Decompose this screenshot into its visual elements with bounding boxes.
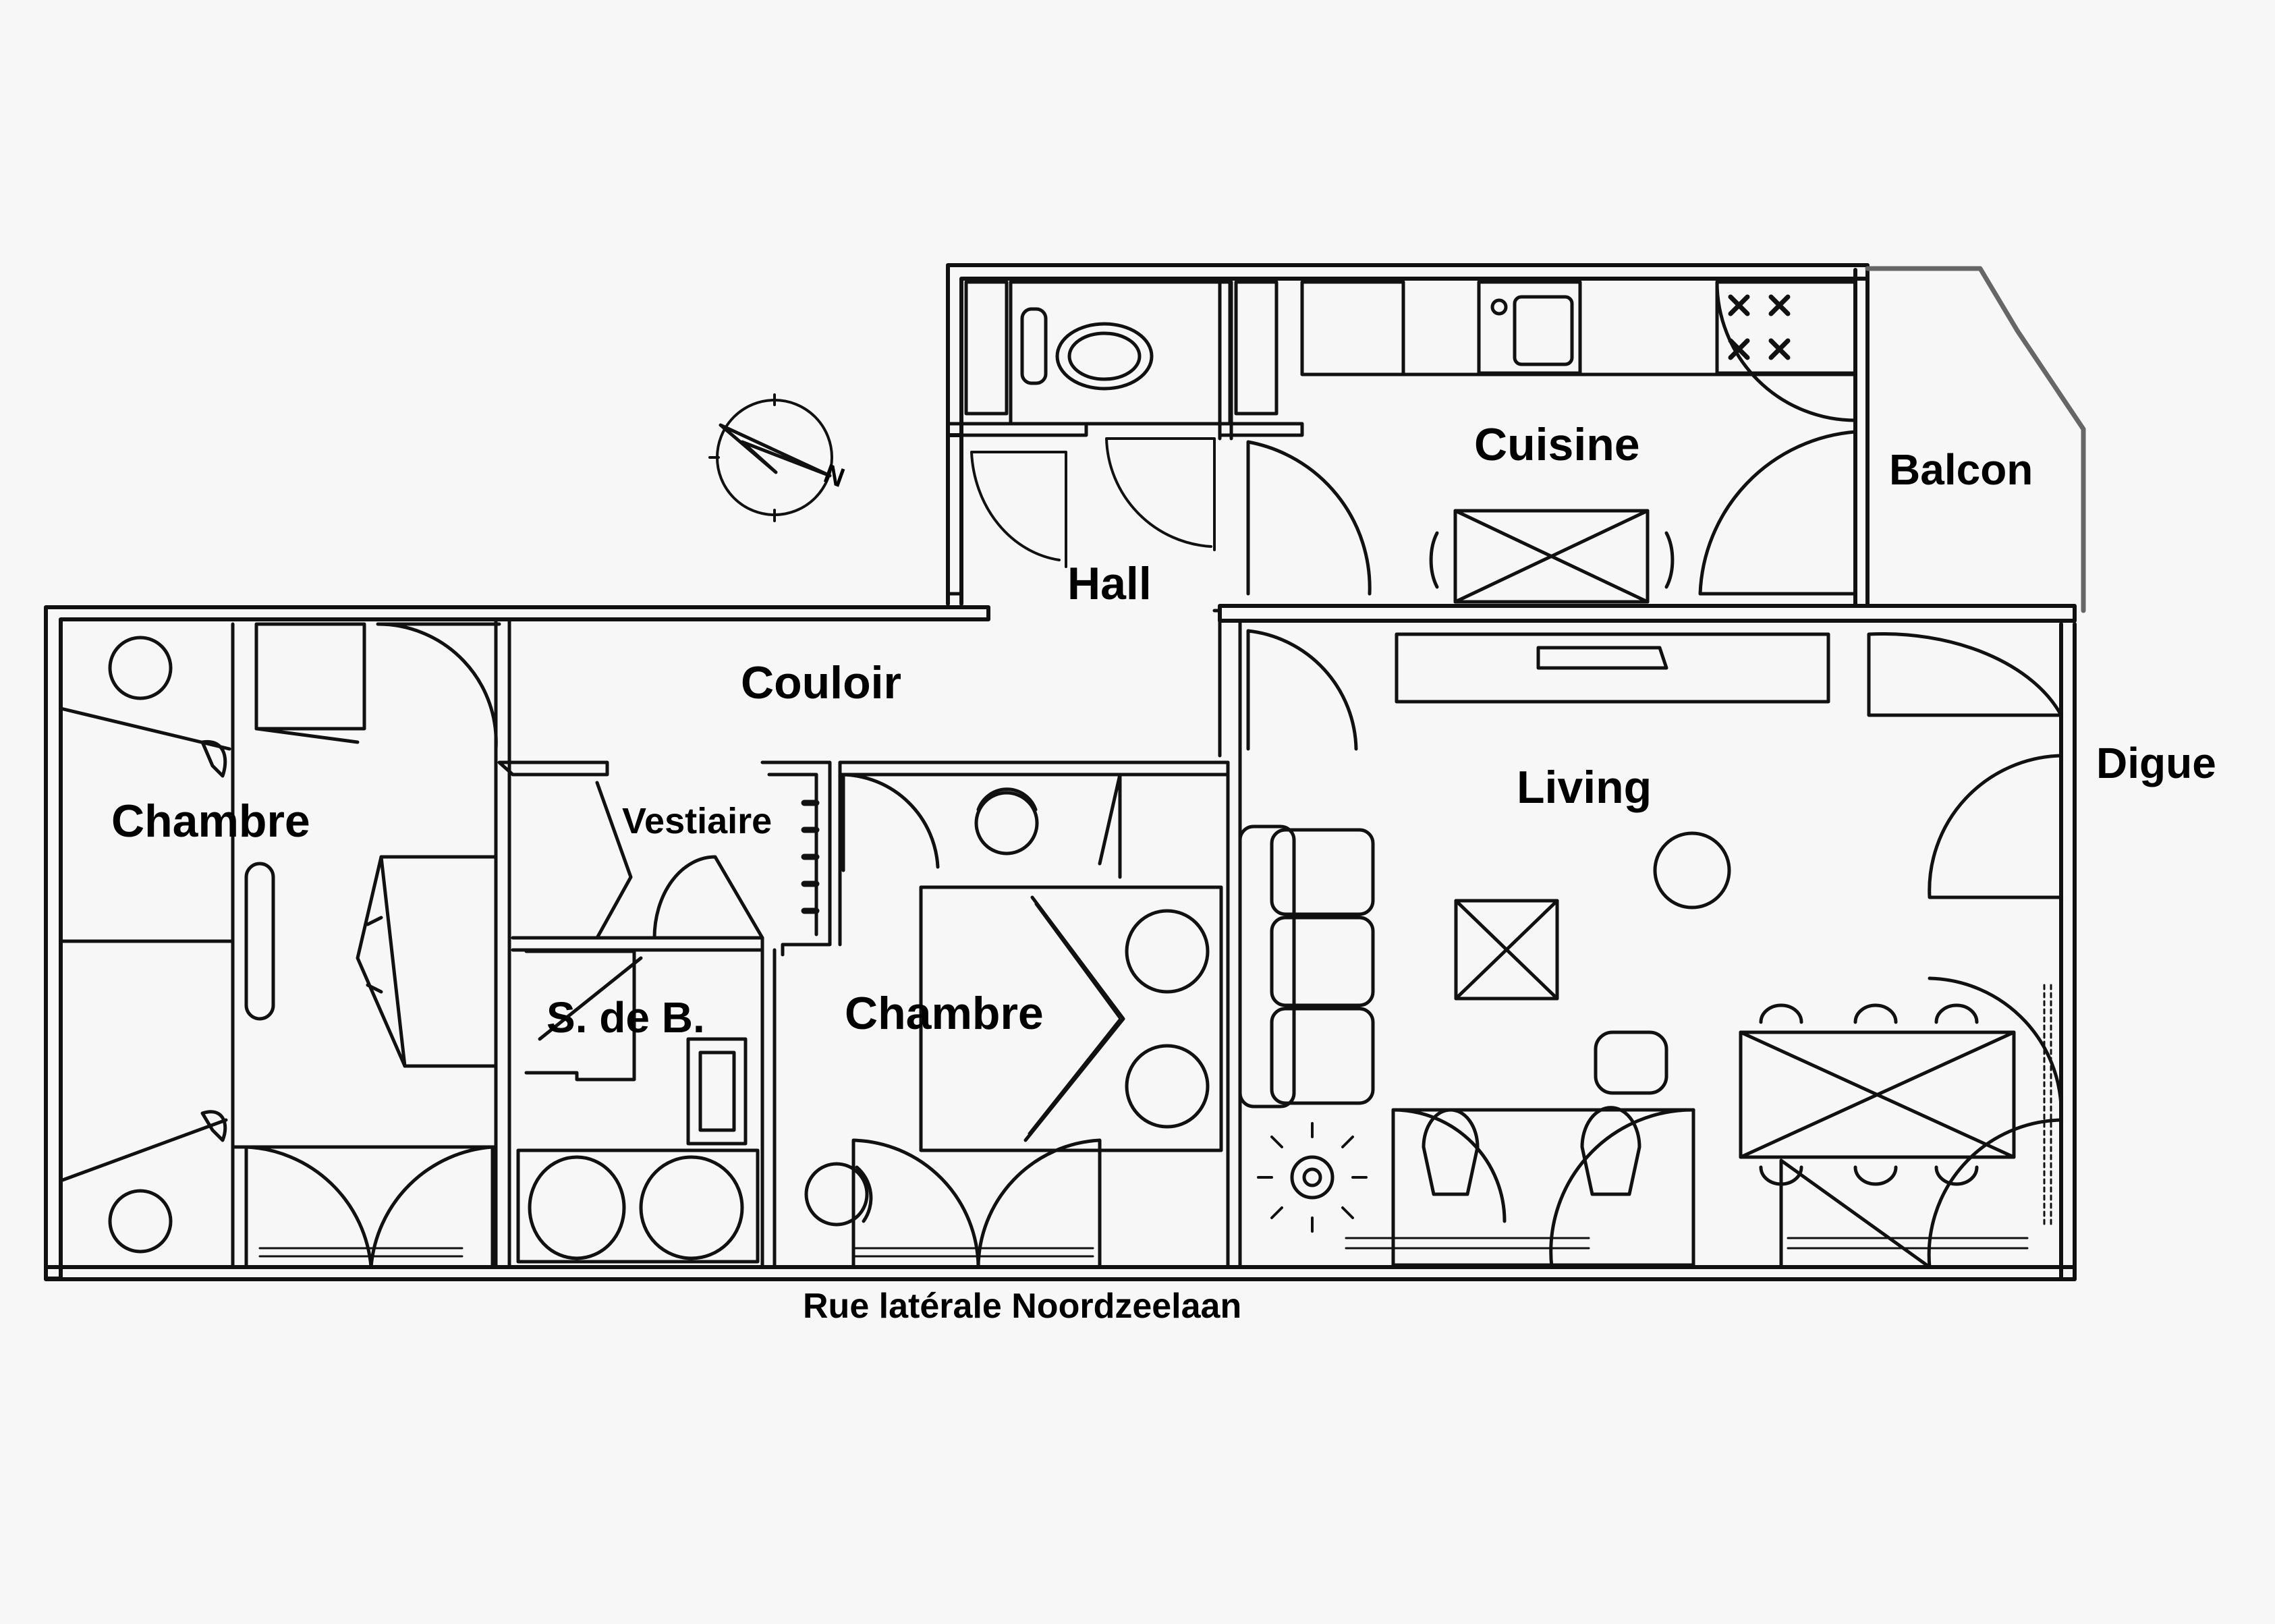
- vestiaire-details: [595, 781, 820, 940]
- exterior-walls: [44, 263, 2077, 1281]
- room-label-vestiaire: Vestiaire: [622, 801, 772, 841]
- room-label-living: Living: [1517, 762, 1652, 813]
- kitchen-table-icon: [1429, 509, 1675, 604]
- middle-bedroom: [804, 773, 1223, 1269]
- left-wardrobe-icons: [59, 636, 235, 1254]
- left-bedroom-doors: [244, 1145, 495, 1269]
- room-label-balcon: Balcon: [1889, 445, 2033, 494]
- room-label-digue: Digue: [2096, 739, 2216, 787]
- compass-north-letter: N: [820, 459, 848, 493]
- room-label-couloir: Couloir: [741, 657, 901, 708]
- kitchen-sink-icon: [1477, 280, 1582, 375]
- living-furniture: [1238, 629, 2063, 1269]
- street-label: Rue latérale Noordzeelaan: [803, 1287, 1241, 1326]
- kitchen-doors: [1246, 430, 1857, 596]
- hall-doors: [946, 437, 1222, 613]
- room-label-chambre-mid: Chambre: [845, 988, 1044, 1039]
- left-bed-icon: [244, 855, 498, 1068]
- room-label-chambre-left: Chambre: [111, 795, 310, 847]
- room-label-cuisine: Cuisine: [1474, 419, 1640, 470]
- central-walls: [497, 619, 1242, 1269]
- compass-icon: [708, 393, 833, 522]
- stove-icon: [1715, 280, 1857, 422]
- bathroom-details: [516, 949, 760, 1264]
- toilet-icon: [1020, 307, 1154, 391]
- room-label-hall: Hall: [1067, 558, 1152, 609]
- room-labels: Chambre Couloir Hall Cuisine Balcon Livi…: [111, 419, 2216, 1326]
- room-label-sdb: S. de B.: [546, 993, 705, 1042]
- balcony-outline: [1865, 266, 2086, 613]
